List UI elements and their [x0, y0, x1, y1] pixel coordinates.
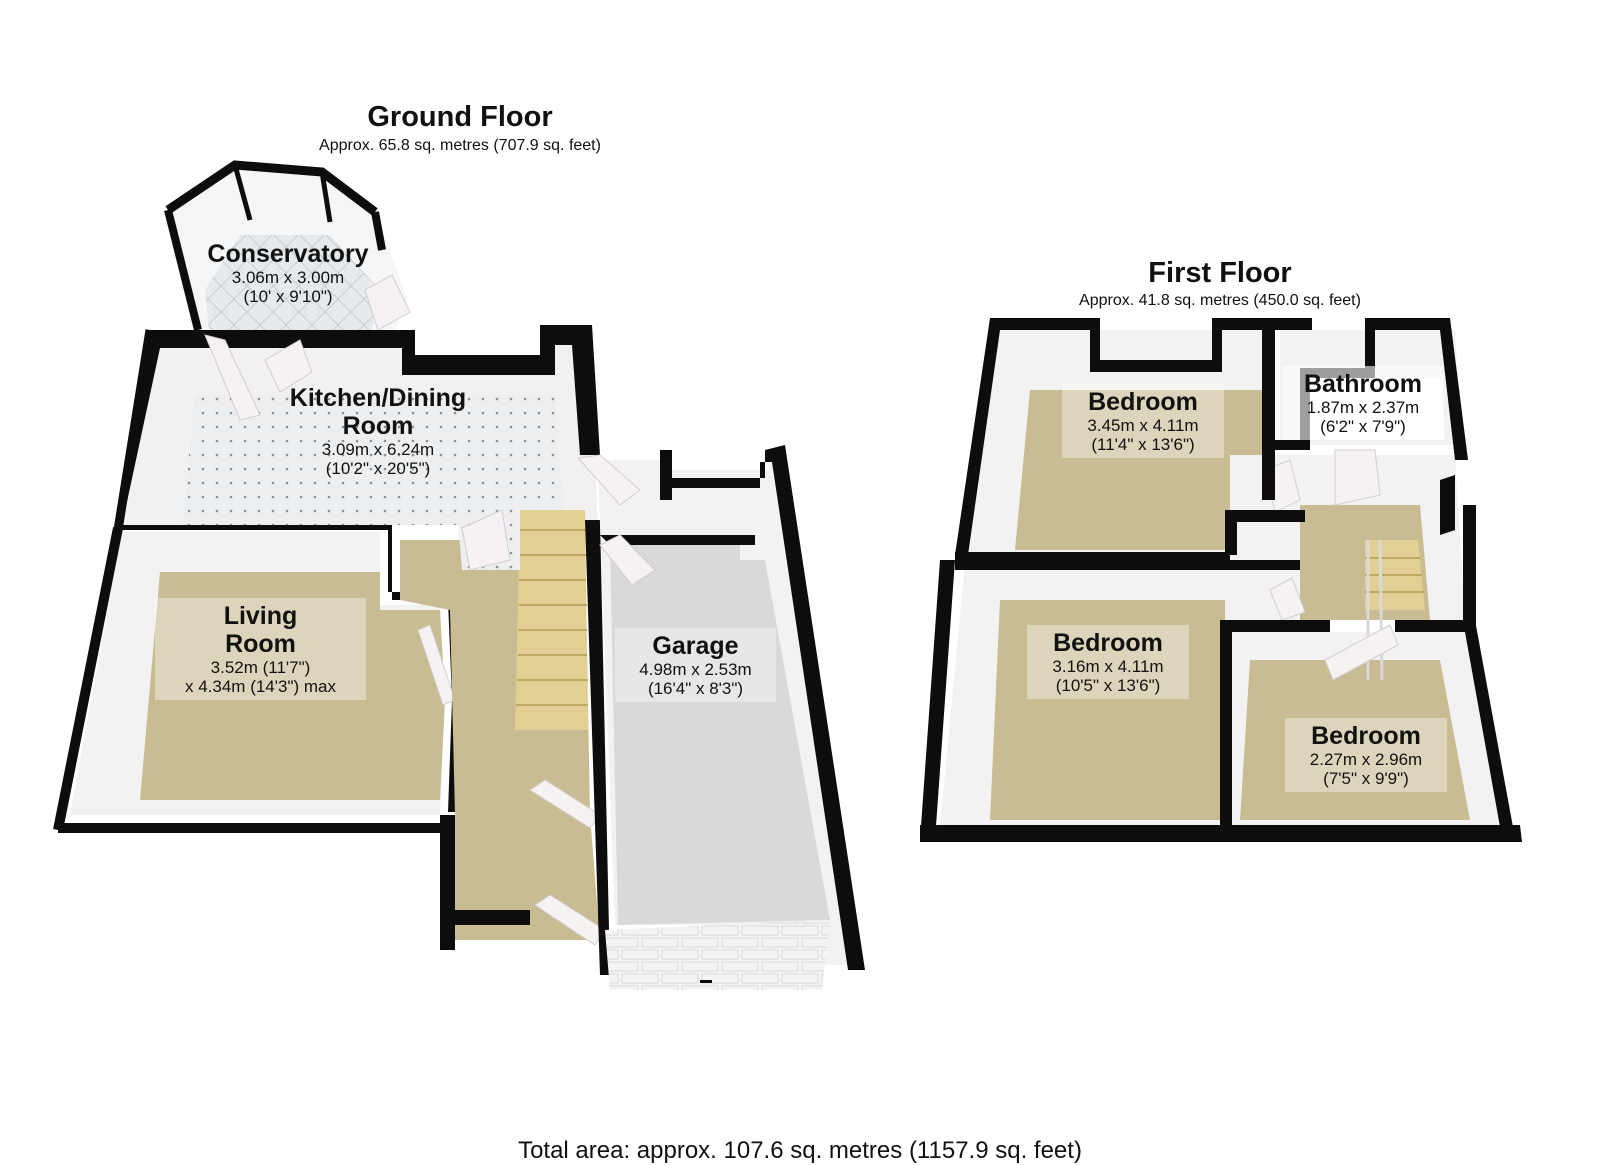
room-dimensions-imperial: (16'4" x 8'3") — [647, 679, 744, 699]
room-name: Bedroom — [1311, 722, 1421, 750]
room-dimensions-imperial: (7'5" x 9'9") — [1323, 769, 1409, 789]
room-name: Bathroom — [1303, 370, 1423, 398]
room-dimensions-imperial: (6'2" x 7'9") — [1320, 417, 1406, 437]
room-name: Living — [223, 602, 298, 630]
garage-area — [577, 445, 865, 990]
room-name: Bedroom — [1088, 388, 1198, 416]
hallway-and-stairs — [400, 509, 610, 975]
room-name-line2: Room — [225, 630, 296, 658]
room-dimensions-metric: 2.27m x 2.96m — [1309, 750, 1423, 769]
garage-label: Garage 4.98m x 2.53m (16'4" x 8'3") — [615, 628, 776, 703]
kitchen-dining-label: Kitchen/Dining Room 3.09m x 6.24m (10'2"… — [270, 380, 486, 482]
room-dimensions-metric: 1.87m x 2.37m — [1306, 398, 1420, 417]
room-dimensions-metric: 3.06m x 3.00m — [231, 268, 345, 287]
bedroom-1-label: Bedroom 3.45m x 4.11m (11'4" x 13'6") — [1062, 384, 1224, 459]
living-room-label: Living Room 3.52m (11'7") x 4.34m (14'3"… — [155, 598, 366, 701]
bedroom-3-label: Bedroom 2.27m x 2.96m (7'5" x 9'9") — [1285, 718, 1447, 793]
room-dimensions-imperial: (10'5" x 13'6") — [1055, 676, 1161, 696]
room-name: Kitchen/Dining — [289, 384, 467, 412]
living-room-area — [53, 525, 462, 833]
bedroom-2-label: Bedroom 3.16m x 4.11m (10'5" x 13'6") — [1027, 625, 1189, 700]
room-name: Garage — [652, 632, 739, 660]
room-dimensions-metric: 3.09m x 6.24m — [321, 440, 435, 459]
room-dimensions-metric: 4.98m x 2.53m — [639, 660, 752, 679]
room-dimensions-imperial: x 4.34m (14'3") max — [185, 677, 336, 697]
room-dimensions-imperial: (10' x 9'10") — [243, 287, 333, 307]
ground-floor-area: Approx. 65.8 sq. metres (707.9 sq. feet) — [319, 137, 601, 154]
room-dimensions-metric: 3.16m x 4.11m — [1052, 657, 1164, 676]
room-name: Conservatory — [207, 240, 369, 268]
total-area: Total area: approx. 107.6 sq. metres (11… — [518, 1137, 1082, 1164]
bathroom-label: Bathroom 1.87m x 2.37m (6'2" x 7'9") — [1282, 366, 1444, 441]
room-dimensions-metric: 3.45m x 4.11m — [1087, 416, 1199, 435]
first-floor-plan — [920, 318, 1522, 842]
kitchen-dining-area — [113, 325, 600, 531]
conservatory-area — [164, 160, 411, 340]
first-floor-title: First Floor — [1148, 257, 1292, 289]
room-dimensions-metric: 3.52m (11'7") — [210, 658, 311, 677]
first-floor-area: Approx. 41.8 sq. metres (450.0 sq. feet) — [1079, 292, 1361, 309]
room-dimensions-imperial: (10'2" x 20'5") — [325, 459, 431, 479]
ground-floor-plan — [53, 160, 865, 990]
room-name: Bedroom — [1053, 629, 1163, 657]
room-dimensions-imperial: (11'4" x 13'6") — [1091, 435, 1195, 455]
room-name-line2: Room — [342, 412, 414, 440]
ground-floor-title: Ground Floor — [367, 101, 553, 133]
conservatory-label: Conservatory 3.06m x 3.00m (10' x 9'10") — [195, 236, 381, 310]
